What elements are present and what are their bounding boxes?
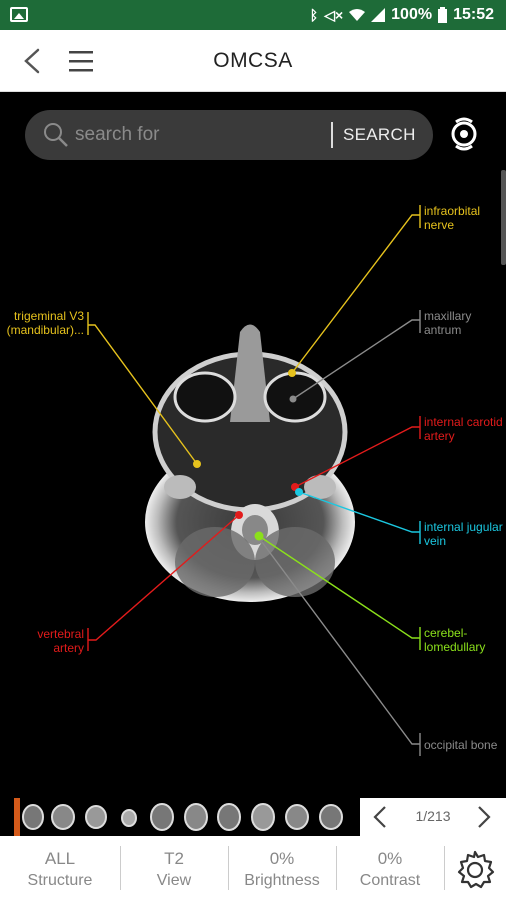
slice-thumbnail[interactable]: [216, 803, 242, 831]
view-control[interactable]: T2 View: [121, 836, 227, 900]
label-line: maxillary: [424, 309, 472, 323]
scrollbar[interactable]: [501, 170, 506, 265]
mandible-left: [164, 475, 196, 499]
mri-viewer[interactable]: infraorbital nerve trigeminal V3 (mandib…: [0, 92, 506, 798]
annotation-occipital-bone[interactable]: [261, 541, 421, 756]
slice-thumbnail-strip[interactable]: [0, 798, 360, 836]
slice-thumbnail[interactable]: [284, 803, 310, 831]
label-line: cerebel-: [424, 626, 468, 640]
label-line: infraorbital: [424, 204, 481, 218]
clock: 15:52: [453, 6, 494, 23]
label-occipital-bone[interactable]: occipital bone: [424, 738, 497, 752]
view-value: T2: [164, 849, 184, 868]
structure-control[interactable]: ALL Structure: [0, 836, 120, 900]
current-slice-indicator: [14, 798, 20, 836]
label-line: antrum: [424, 323, 462, 337]
previous-slice-button[interactable]: [370, 804, 390, 830]
annotation-maxillary-antrum[interactable]: [289, 310, 421, 403]
wifi-icon: [349, 9, 366, 21]
annotation-trigeminal[interactable]: [87, 312, 201, 468]
label-line: (mandibular)...: [6, 323, 84, 337]
slice-thumbnail[interactable]: [250, 803, 276, 831]
label-infraorbital-nerve[interactable]: infraorbital nerve: [424, 204, 480, 232]
app-bar: OMCSA: [0, 30, 506, 92]
slice-thumbnail[interactable]: [50, 803, 76, 831]
label-maxillary-antrum[interactable]: maxillary antrum: [424, 309, 471, 337]
label-trigeminal[interactable]: trigeminal V3 (mandibular)...: [0, 309, 84, 337]
battery-percent: 100%: [391, 6, 433, 23]
contrast-control[interactable]: 0% Contrast: [337, 836, 443, 900]
label-line: nerve: [424, 218, 455, 232]
search-bar: SEARCH: [25, 110, 433, 160]
label-line: trigeminal V3: [13, 309, 84, 323]
brightness-label: Brightness: [244, 872, 320, 889]
cerebellum-right: [255, 527, 335, 597]
annotation-infraorbital-nerve[interactable]: [288, 205, 421, 377]
search-input[interactable]: [75, 118, 325, 152]
label-line: vein: [424, 534, 447, 548]
slice-thumbnail[interactable]: [318, 803, 344, 831]
annotation-vertebral-artery[interactable]: [87, 511, 243, 651]
cerebellum-left: [175, 527, 255, 597]
bluetooth-icon: ᛒ: [309, 7, 319, 23]
status-bar: ᛒ ◁× 100% 15:52: [0, 0, 506, 30]
battery-icon: [438, 7, 448, 23]
slice-counter: 1/213: [415, 808, 451, 824]
slice-pager: 1/213: [360, 798, 506, 836]
structure-label: Structure: [27, 872, 93, 889]
slice-thumbnail[interactable]: [149, 803, 175, 831]
label-line: artery: [53, 641, 84, 655]
contrast-value: 0%: [377, 849, 403, 868]
label-internal-carotid[interactable]: internal carotid artery: [424, 415, 503, 443]
bottom-controls: ALL Structure T2 View 0% Brightness 0% C…: [0, 836, 506, 900]
label-internal-jugular[interactable]: internal jugular vein: [424, 520, 503, 548]
slice-thumbnail[interactable]: [20, 803, 46, 831]
annotation-cerebellomedullary[interactable]: [254, 531, 421, 651]
view-label: View: [156, 872, 192, 889]
nasal-septum: [230, 324, 270, 422]
gear-icon[interactable]: [455, 849, 495, 889]
search-button[interactable]: SEARCH: [343, 120, 416, 150]
label-vertebral-artery[interactable]: vertebral artery: [0, 627, 84, 655]
mri-scan-image[interactable]: [0, 92, 506, 798]
search-divider: [331, 122, 333, 148]
divider: [228, 846, 229, 890]
next-slice-button[interactable]: [474, 804, 494, 830]
slice-thumbnail[interactable]: [116, 803, 142, 831]
divider: [336, 846, 337, 890]
label-line: vertebral: [37, 627, 84, 641]
divider: [444, 846, 445, 890]
slice-thumbnail[interactable]: [183, 803, 209, 831]
divider: [120, 846, 121, 890]
signal-icon: [371, 8, 386, 22]
label-line: lomedullary: [424, 640, 486, 654]
mute-icon: ◁×: [324, 6, 344, 23]
label-line: artery: [424, 429, 455, 443]
structure-value: ALL: [44, 849, 76, 868]
hamburger-menu-icon[interactable]: [62, 42, 100, 80]
label-cerebellomedullary[interactable]: cerebel- lomedullary: [424, 626, 485, 654]
slice-thumbnail[interactable]: [83, 803, 109, 831]
contrast-label: Contrast: [359, 872, 421, 889]
back-button[interactable]: [14, 42, 52, 80]
label-line: internal jugular: [424, 520, 503, 534]
brightness-control[interactable]: 0% Brightness: [229, 836, 335, 900]
orientation-target-icon[interactable]: [446, 114, 482, 154]
mandible-right: [304, 475, 336, 499]
status-icons: ᛒ ◁× 100% 15:52: [310, 0, 494, 30]
brightness-value: 0%: [269, 849, 295, 868]
app-title: OMCSA: [213, 49, 293, 72]
label-line: occipital bone: [424, 738, 498, 752]
left-maxillary-sinus: [173, 371, 237, 423]
gallery-icon: [10, 7, 28, 22]
annotation-internal-jugular[interactable]: [295, 488, 421, 544]
label-line: internal carotid: [424, 415, 503, 429]
search-icon: [44, 123, 68, 147]
